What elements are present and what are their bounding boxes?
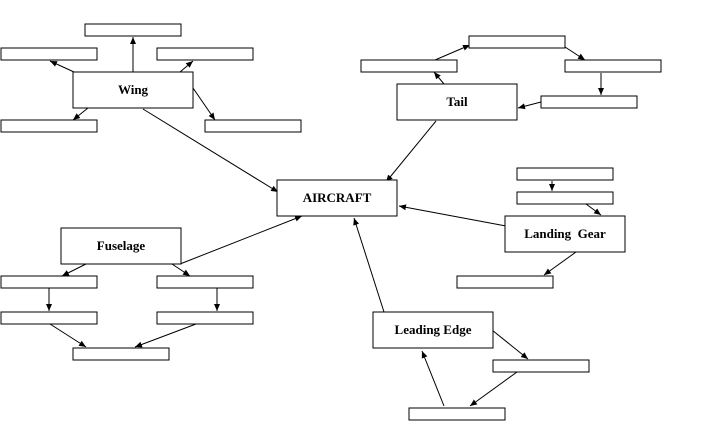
node-landing-gear: Landing Gear	[504, 215, 626, 253]
tail-blank-left	[360, 59, 458, 73]
node-tail: Tail	[396, 83, 518, 121]
arrow-wing-to-aircraft	[142, 108, 279, 193]
wing-blank-top	[84, 23, 182, 37]
arrow-gear-blank-2-to-gear	[585, 203, 602, 216]
wing-label: Wing	[118, 82, 149, 97]
node-fuselage: Fuselage	[60, 227, 182, 265]
leading-edge-label: Leading Edge	[395, 322, 472, 337]
leading-edge-blank-right	[492, 359, 590, 373]
fuselage-blank-left-lower	[0, 311, 98, 325]
landing-gear-box	[504, 215, 626, 253]
arrow-lower-blank-to-tail	[517, 101, 542, 110]
node-wing: Wing	[72, 71, 194, 109]
arrow-gear-to-lower-blank	[543, 251, 577, 276]
arrow-top-blank-to-right-blank	[564, 46, 586, 61]
arrow-tail-to-aircraft	[385, 120, 437, 183]
fuselage-blank-right	[156, 275, 254, 289]
connectors	[46, 37, 604, 407]
arrow-fuselage-to-right-blank	[171, 263, 191, 277]
tail-blank-lower	[540, 95, 638, 109]
arrow-wing-to-lower-left-blank	[72, 107, 89, 121]
wing-blank-lower-left	[0, 119, 98, 133]
fuselage-label: Fuselage	[97, 238, 146, 253]
arrow-right-to-bottom-blank	[134, 323, 197, 348]
node-aircraft: AIRCRAFT	[276, 179, 398, 217]
fuselage-box	[60, 227, 182, 265]
arrow-wing-to-lower-right-blank	[192, 87, 216, 121]
arrow-wing-to-left-blank	[49, 60, 75, 73]
aircraft-label: AIRCRAFT	[303, 190, 372, 205]
arrow-fuselage-to-aircraft	[179, 215, 303, 265]
landing-gear-label: Landing Gear	[524, 226, 606, 241]
arrow-fuselage-to-left-blank	[61, 263, 87, 277]
gear-blank-1	[516, 167, 614, 181]
gear-blank-lower	[456, 275, 554, 289]
arrow-leading-edge-to-aircraft	[353, 217, 385, 313]
wing-box	[72, 71, 194, 109]
tail-box	[396, 83, 518, 121]
arrow-left-blank-to-top-blank	[434, 44, 471, 61]
blank-boxes	[0, 23, 662, 421]
tail-blank-right	[564, 59, 662, 73]
fuselage-blank-right-lower	[156, 311, 254, 325]
tail-label: Tail	[446, 94, 468, 109]
aircraft-box	[276, 179, 398, 217]
node-leading-edge: Leading Edge	[372, 311, 494, 349]
arrow-left-to-bottom-blank	[49, 323, 87, 348]
gear-blank-2	[516, 191, 614, 205]
arrow-bottom-blank-to-leading-edge	[421, 350, 445, 407]
arrow-wing-to-right-blank	[179, 60, 194, 73]
leading-edge-box	[372, 311, 494, 349]
arrow-tail-to-left-blank	[433, 71, 445, 85]
wing-blank-lower-right	[204, 119, 302, 133]
tail-blank-top	[468, 35, 566, 49]
fuselage-blank-bottom	[72, 347, 170, 361]
fuselage-blank-left	[0, 275, 98, 289]
leading-edge-blank-bottom	[408, 407, 506, 421]
arrow-landing-gear-to-aircraft	[398, 204, 507, 227]
wing-blank-left	[0, 47, 98, 61]
arrow-leading-edge-to-right-blank	[491, 329, 529, 360]
wing-blank-right	[156, 47, 254, 61]
arrow-right-blank-to-bottom-blank	[469, 371, 518, 407]
